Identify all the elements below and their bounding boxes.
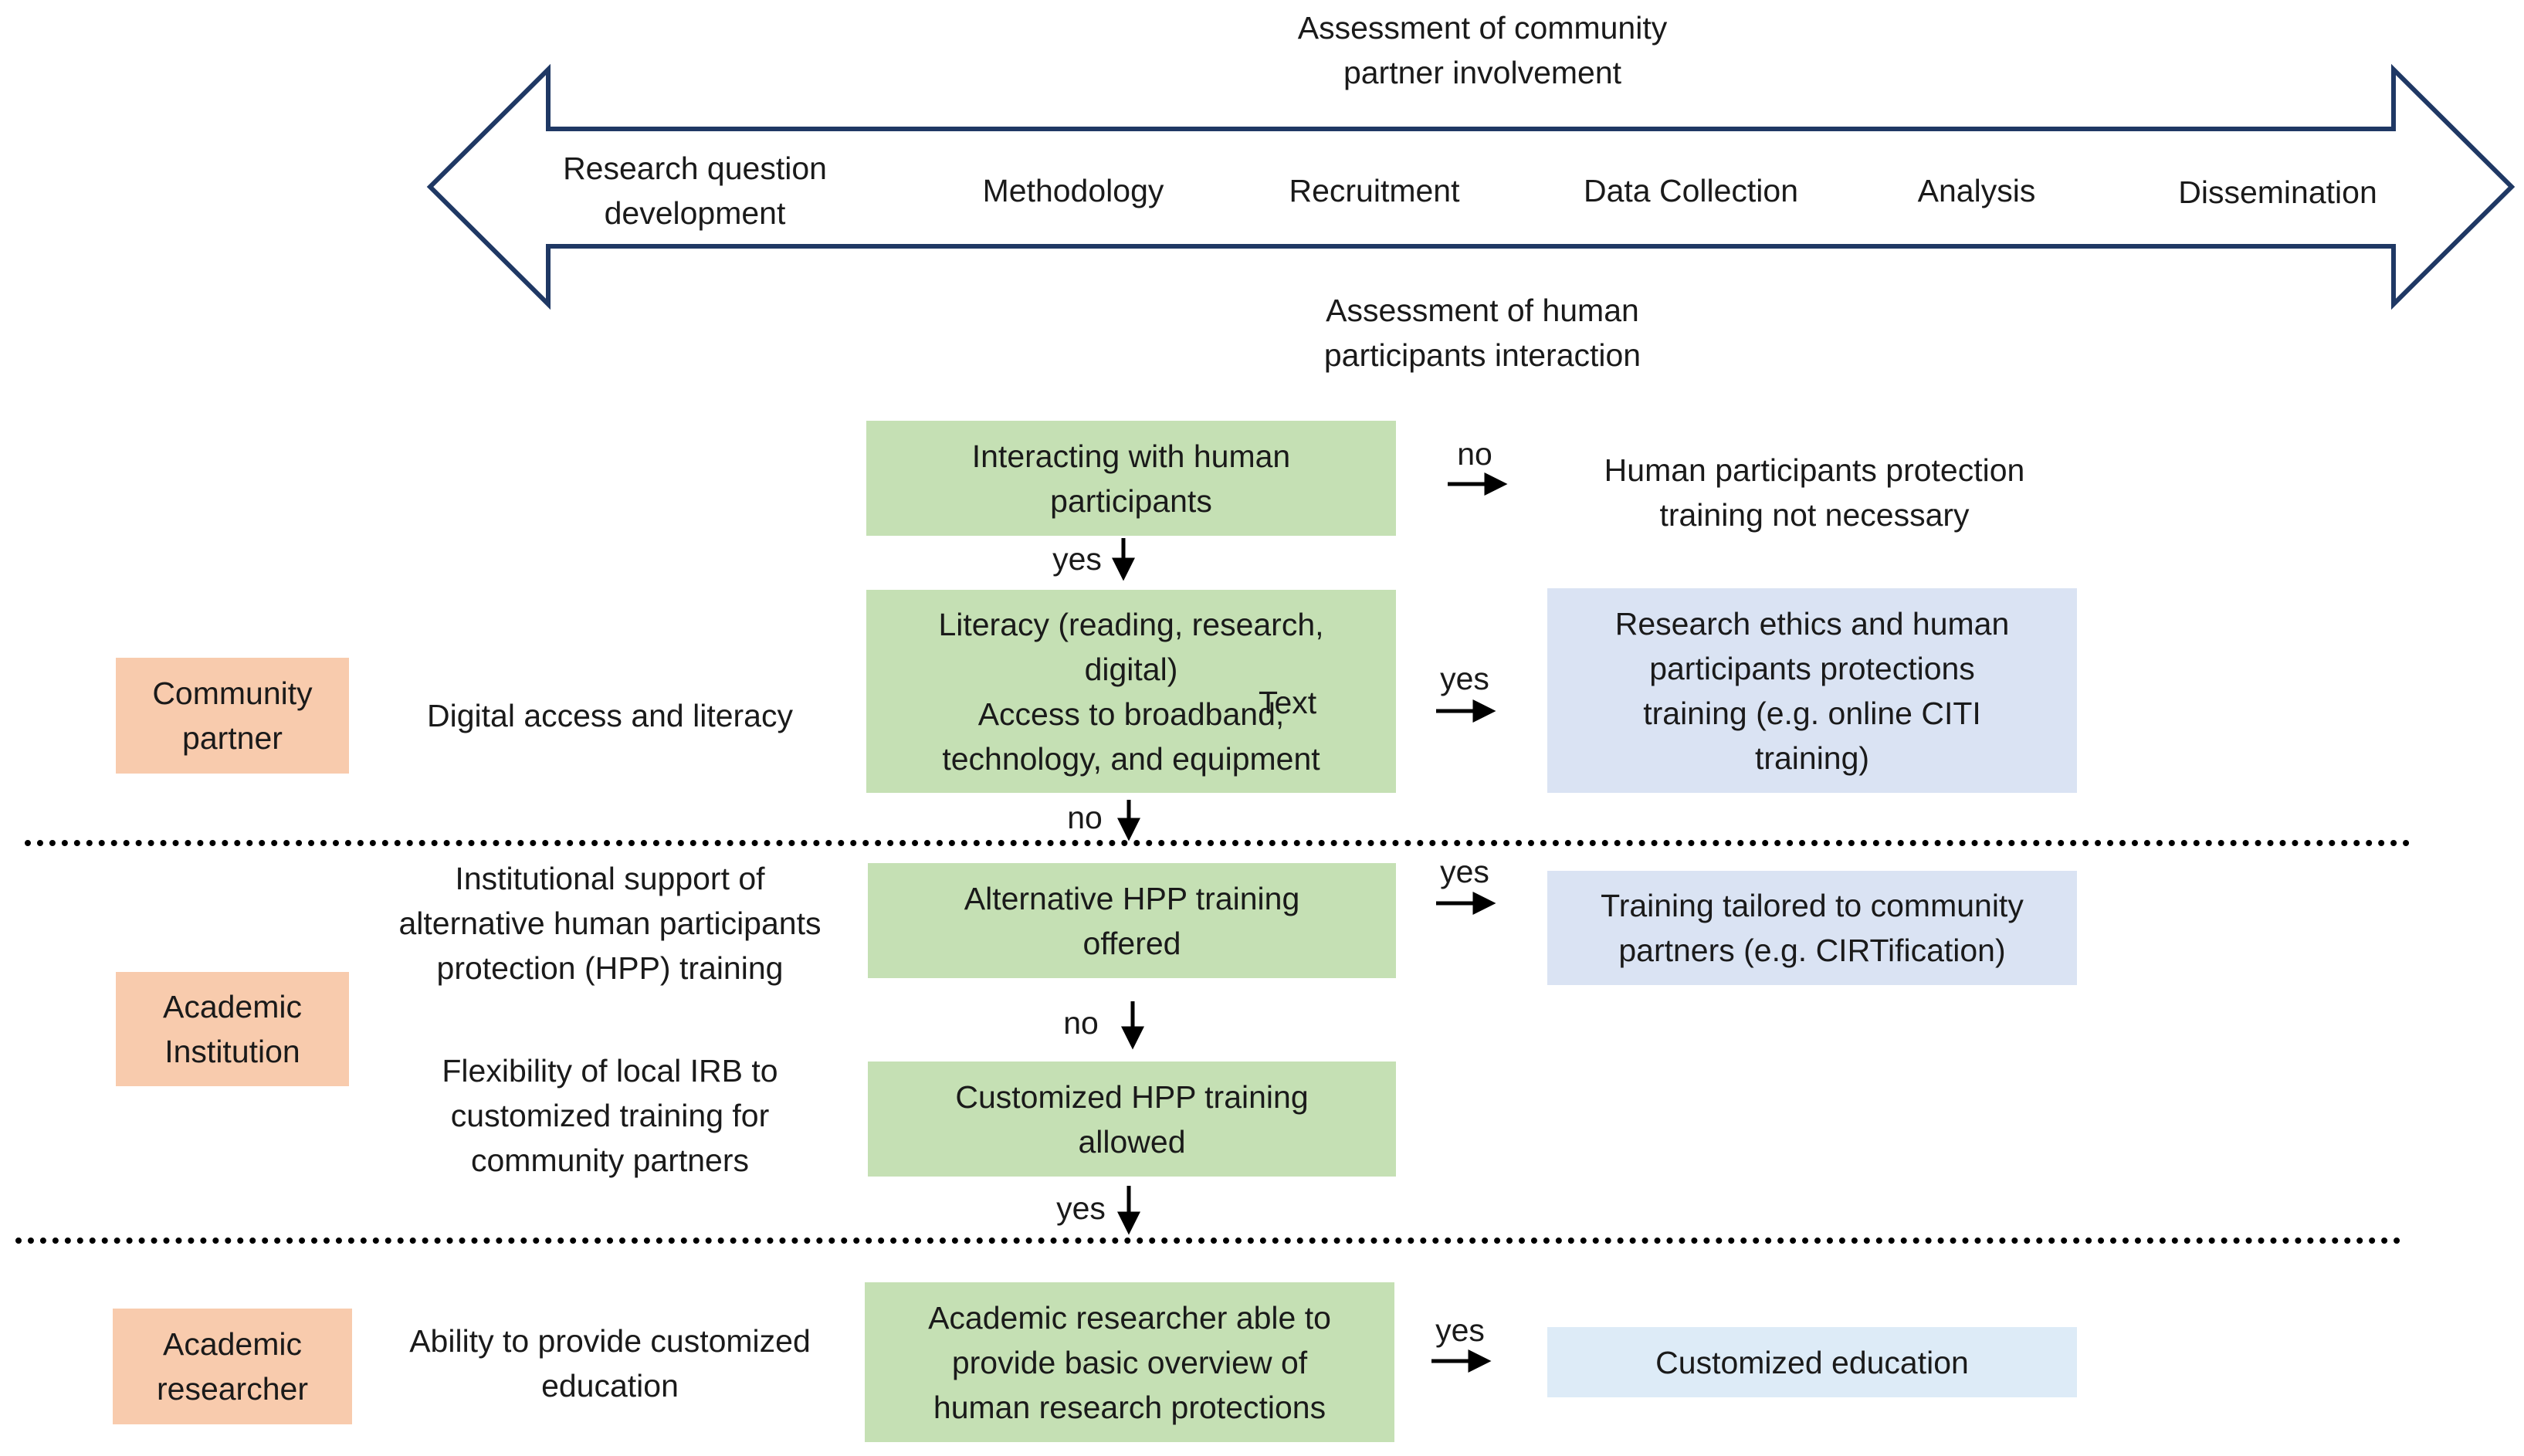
factor-irb-flexibility: Flexibility of local IRB to customized t… — [442, 1053, 778, 1178]
role-academic-institution: Academic Institution — [116, 972, 349, 1086]
community-involvement-label: Assessment of community partner involvem… — [1297, 10, 1668, 90]
role-community-partner: Community partner — [116, 658, 349, 774]
arrow-label-yes-researcher: yes — [1435, 1312, 1485, 1348]
outcome-citi-training: Research ethics and human participants p… — [1547, 588, 2077, 793]
outcome-tailored-training: Training tailored to community partners … — [1547, 871, 2077, 985]
factor-customized-education: Ability to provide customized education — [409, 1323, 811, 1404]
stage-recruitment: Recruitment — [1289, 173, 1460, 208]
human-participants-interaction-label: Assessment of human participants interac… — [1323, 293, 1641, 373]
arrow-label-no-not-interacting: no — [1457, 436, 1492, 472]
outcome-customized-education: Customized education — [1547, 1327, 2077, 1397]
decision-customized-hpp: Customized HPP training allowed — [868, 1062, 1396, 1177]
arrow-label-yes-customized: yes — [1056, 1190, 1106, 1226]
separator-community-institution — [25, 840, 2411, 846]
stray-text-label: Text — [1259, 685, 1317, 720]
outcome-training-not-necessary: Human participants protection training n… — [1604, 452, 2025, 533]
stage-analysis: Analysis — [1917, 173, 2036, 208]
stage-methodology: Methodology — [982, 173, 1164, 208]
role-academic-researcher: Academic researcher — [113, 1309, 352, 1424]
arrow-label-yes-literacy: yes — [1440, 661, 1489, 696]
decision-interacting-with-participants: Interacting with human participants — [866, 421, 1396, 536]
factor-institutional-support: Institutional support of alternative hum… — [398, 861, 822, 986]
factor-digital-access: Digital access and literacy — [427, 698, 793, 733]
stage-research-question: Research question development — [563, 151, 827, 231]
separator-institution-researcher — [15, 1238, 2401, 1244]
decision-alternative-hpp: Alternative HPP training offered — [868, 863, 1396, 978]
stage-data-collection: Data Collection — [1583, 173, 1799, 208]
decision-literacy-access: Literacy (reading, research, digital) Ac… — [866, 590, 1396, 793]
arrow-label-no-alternative: no — [1063, 1005, 1099, 1041]
decision-researcher-overview: Academic researcher able to provide basi… — [865, 1282, 1394, 1442]
arrow-label-yes-alternative: yes — [1440, 854, 1489, 889]
stage-dissemination: Dissemination — [2178, 174, 2377, 210]
double-headed-arrow-shape — [426, 63, 2516, 310]
arrow-label-no-literacy: no — [1067, 800, 1103, 835]
arrow-label-yes-interacting: yes — [1052, 541, 1102, 577]
